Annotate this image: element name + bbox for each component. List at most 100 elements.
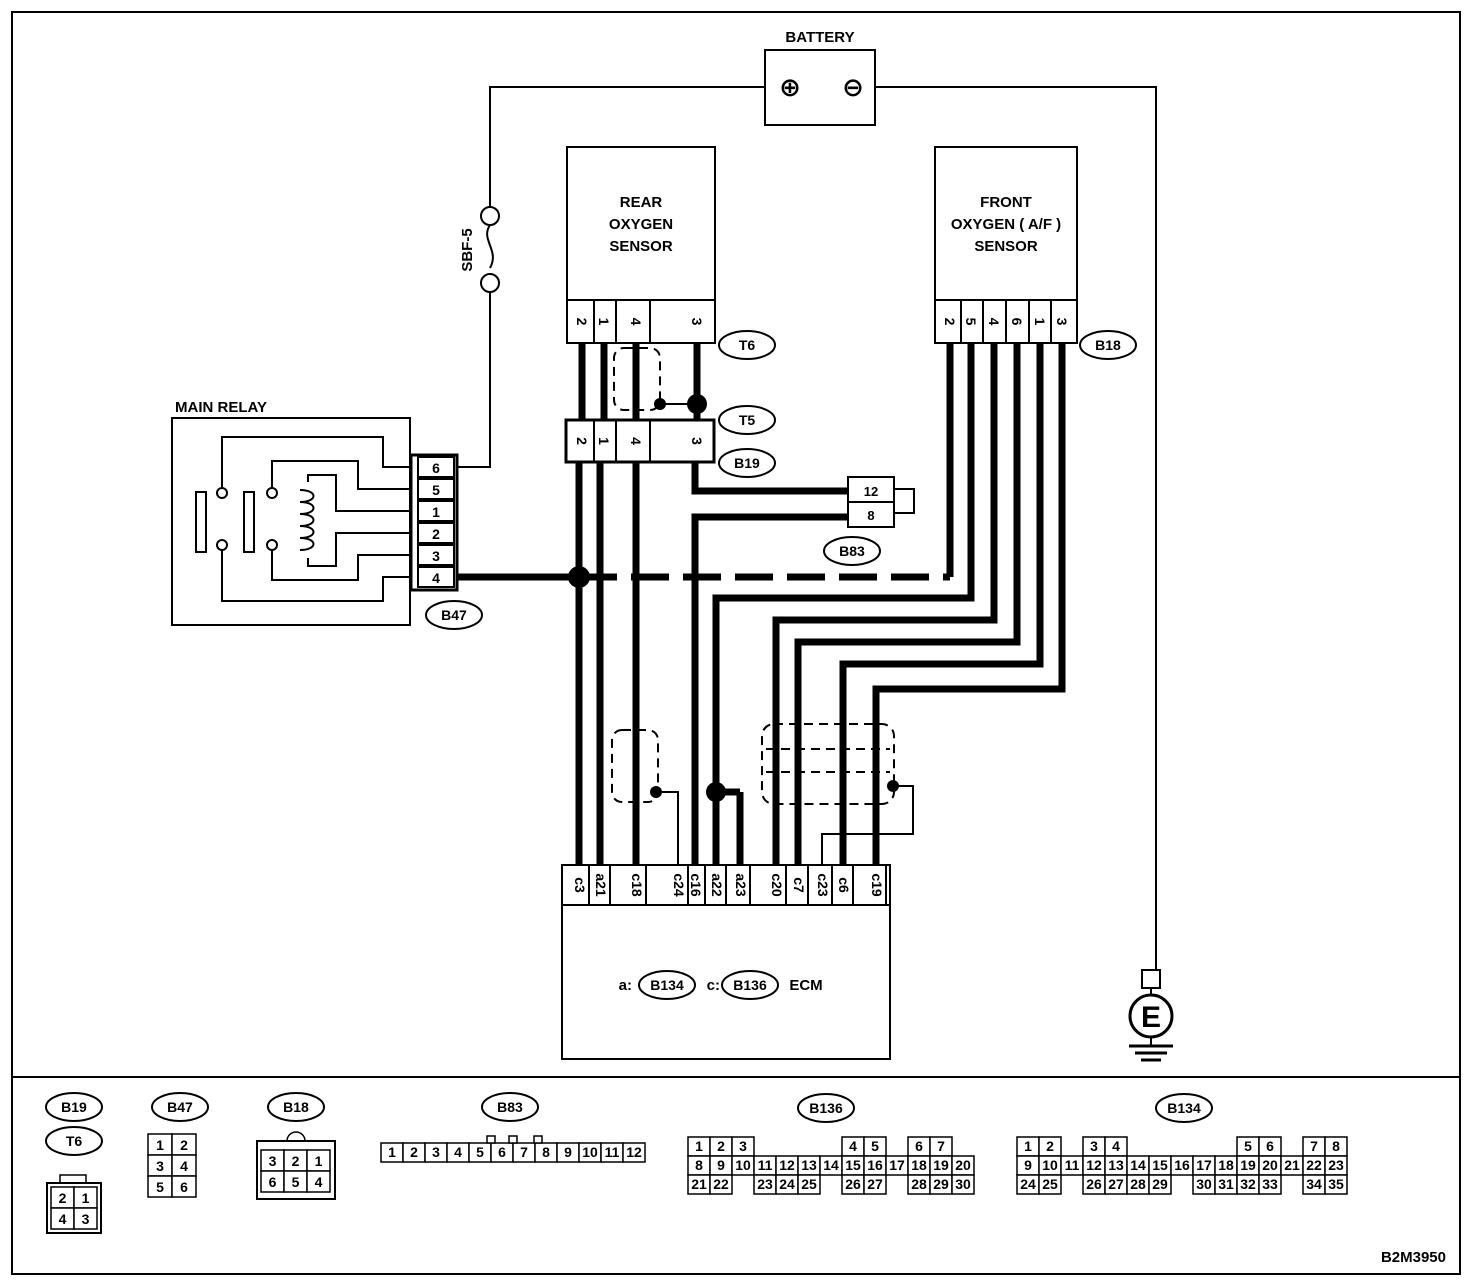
legend-b134-cell-label: 20 xyxy=(1262,1157,1278,1173)
legend-b47-cell-label: 1 xyxy=(156,1137,164,1153)
wire-battery-negative xyxy=(875,86,1157,970)
svg-text:OXYGEN ( A/F ): OXYGEN ( A/F ) xyxy=(951,216,1061,233)
legend-b134-cell-label: 12 xyxy=(1086,1157,1102,1173)
legend-b47-cell-label: 3 xyxy=(156,1158,164,1174)
rear-sensor-pin: 3 xyxy=(689,318,705,326)
legend-b136-cell-label: 12 xyxy=(779,1157,795,1173)
legend-b136-cell-label: 30 xyxy=(955,1176,971,1192)
legend-b136-cell-label: 20 xyxy=(955,1157,971,1173)
legend-tag-b136: B136 xyxy=(809,1100,843,1116)
legend-b136-cell-label: 2 xyxy=(717,1138,725,1154)
ecm-pin-label: c16 xyxy=(688,873,704,897)
relay-pin-label: 1 xyxy=(432,504,440,520)
legend-b134-cell xyxy=(1038,1174,1062,1195)
legend-b18-cell xyxy=(306,1170,331,1193)
ecm-connector-a: B134 xyxy=(650,977,684,993)
legend-b134-cell-label: 11 xyxy=(1065,1157,1080,1173)
battery-positive-icon: ⊕ xyxy=(779,72,801,102)
legend-b136-cell-label: 21 xyxy=(691,1176,707,1192)
legend-b83-cell-label: 4 xyxy=(454,1144,462,1160)
legend-b47-cell-label: 4 xyxy=(180,1158,188,1174)
connector-tag-b47: B47 xyxy=(425,600,483,630)
legend-b134-cell-label: 23 xyxy=(1328,1157,1344,1173)
legend-b18-cell-label: 5 xyxy=(292,1174,300,1190)
battery-label: BATTERY xyxy=(785,29,854,46)
connector-b83: 12 8 xyxy=(847,476,915,528)
legend-b136-cell-label: 25 xyxy=(801,1176,817,1192)
legend-b83-cell-label: 10 xyxy=(582,1144,598,1160)
legend-b136-cell-label: 18 xyxy=(911,1157,927,1173)
svg-text:SENSOR: SENSOR xyxy=(609,238,673,255)
svg-text:c:: c: xyxy=(707,977,720,994)
legend-b134-cell-label: 26 xyxy=(1086,1176,1102,1192)
svg-text:OXYGEN: OXYGEN xyxy=(609,216,673,233)
legend-b18-cell-label: 3 xyxy=(269,1153,277,1169)
svg-text:8: 8 xyxy=(867,508,874,523)
relay-pin-cell xyxy=(417,456,455,478)
legend-tag-t6: T6 xyxy=(66,1133,83,1149)
legend-b134-cell-label: 33 xyxy=(1262,1176,1278,1192)
legend-b83-cell-label: 3 xyxy=(432,1144,440,1160)
legend-b134-cell-label: 6 xyxy=(1266,1138,1274,1154)
legend-b136-cell-label: 15 xyxy=(845,1157,861,1173)
ecm-pin-label: c6 xyxy=(836,877,852,893)
ecm-pin-label: c24 xyxy=(671,873,687,897)
legend-b136-cell-label: 27 xyxy=(867,1176,883,1192)
svg-text:T5: T5 xyxy=(739,412,756,428)
diagram-code: B2M3950 xyxy=(1381,1249,1446,1266)
legend-b83-cell-label: 1 xyxy=(388,1144,396,1160)
svg-text:FRONT: FRONT xyxy=(980,194,1032,211)
ecm-pin-label: c19 xyxy=(869,873,885,897)
legend-b19-cell-label: 4 xyxy=(59,1211,67,1227)
svg-text:B47: B47 xyxy=(441,607,467,623)
front-sensor-pin: 2 xyxy=(942,318,958,326)
legend-b83-cell-label: 11 xyxy=(605,1144,620,1160)
legend-b134-cell-label: 25 xyxy=(1042,1176,1058,1192)
ecm-pin-label: c20 xyxy=(769,873,785,897)
legend-b134-cell-label: 17 xyxy=(1196,1157,1212,1173)
relay-pin-cell xyxy=(417,478,455,500)
legend-b134-cell-label: 10 xyxy=(1042,1157,1058,1173)
main-relay-label: MAIN RELAY xyxy=(175,399,267,416)
legend-b136-cell-label: 22 xyxy=(713,1176,729,1192)
connector-tag-t6: T6 xyxy=(718,330,776,360)
svg-text:B19: B19 xyxy=(734,455,760,471)
legend-b18-cell-label: 2 xyxy=(292,1153,300,1169)
legend-b47-cell-label: 2 xyxy=(180,1137,188,1153)
joint-pin: 3 xyxy=(689,437,705,445)
connector-tag-b83: B83 xyxy=(823,536,881,566)
legend-b18-cell-label: 1 xyxy=(315,1153,323,1169)
legend-b134-cell-label: 34 xyxy=(1306,1176,1322,1192)
legend-b83-cell xyxy=(622,1142,646,1163)
legend-b83-cell-label: 12 xyxy=(626,1144,642,1160)
front-sensor-pin: 6 xyxy=(1009,318,1025,326)
legend-b47-cell-label: 6 xyxy=(180,1179,188,1195)
svg-text:B18: B18 xyxy=(1095,337,1121,353)
legend-b136-cell xyxy=(951,1174,975,1195)
ecm-pin-label: c7 xyxy=(791,877,807,893)
front-sensor-pin: 4 xyxy=(986,318,1002,326)
legend-b136-cell-label: 29 xyxy=(933,1176,949,1192)
legend-b134-cell-label: 31 xyxy=(1218,1176,1234,1192)
legend-b134-cell-label: 22 xyxy=(1306,1157,1322,1173)
legend-b136-cell-label: 10 xyxy=(735,1157,751,1173)
legend-b136-cell-label: 23 xyxy=(757,1176,773,1192)
legend-b134-cell xyxy=(1324,1174,1348,1195)
battery-negative-icon: ⊖ xyxy=(842,72,864,102)
legend-b134-cell-label: 15 xyxy=(1152,1157,1168,1173)
legend-b134-cell-label: 2 xyxy=(1046,1138,1054,1154)
legend-b134-cell-label: 32 xyxy=(1240,1176,1256,1192)
legend-b18-cell-label: 4 xyxy=(315,1174,323,1190)
fuse-label: SBF-5 xyxy=(459,228,476,271)
svg-text:T6: T6 xyxy=(739,337,756,353)
legend-b136-cell-label: 26 xyxy=(845,1176,861,1192)
rear-sensor-pin: 1 xyxy=(596,318,612,326)
legend-b47-cell xyxy=(171,1175,197,1198)
legend-b19-cell-label: 1 xyxy=(82,1190,90,1206)
legend-b134-cell-label: 8 xyxy=(1332,1138,1340,1154)
legend-b134-cell-label: 30 xyxy=(1196,1176,1212,1192)
